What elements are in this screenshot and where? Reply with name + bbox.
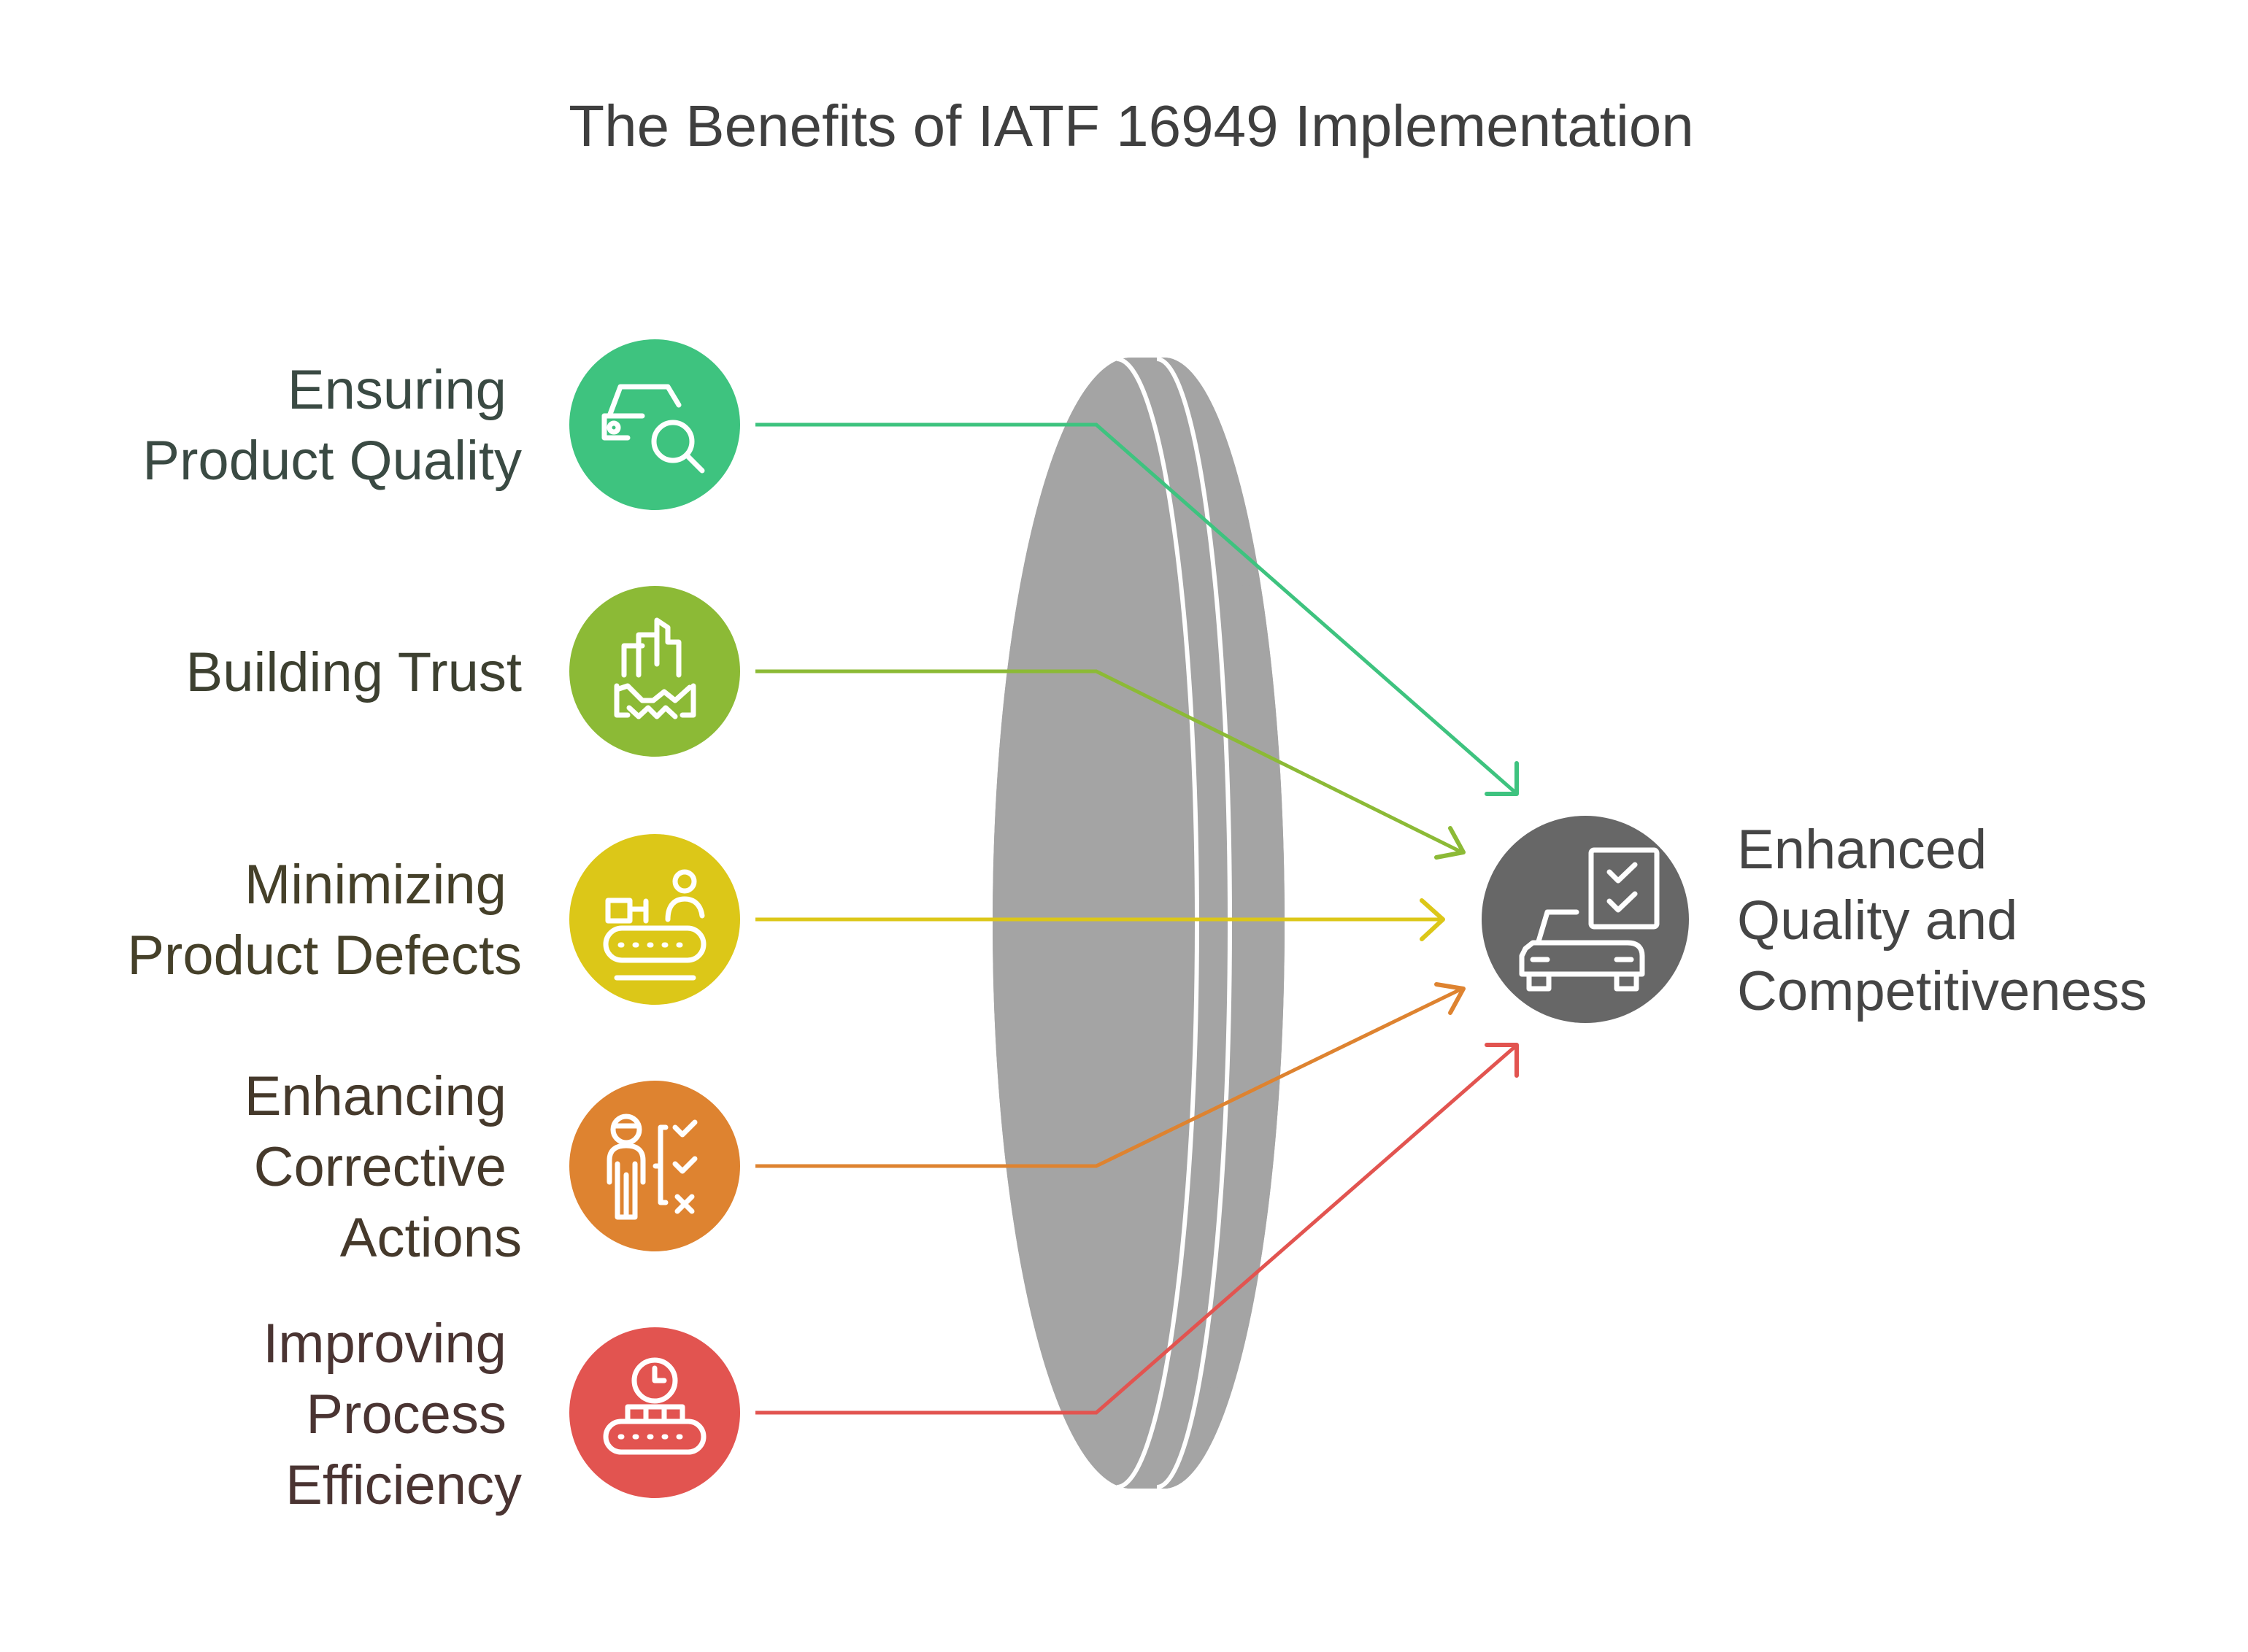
clock-conveyor-icon [603,1357,707,1455]
arrow-3 [755,898,1445,941]
arrow-2 [755,669,1466,860]
person-checklist-icon [607,1113,698,1220]
item-4-label: Enhancing Corrective Actions [245,1065,522,1269]
arrow-2-head [1434,826,1466,860]
handshake-buildings-icon [614,617,696,719]
arrow-4-line [755,987,1463,1168]
item-2-label: Building Trust [186,641,522,703]
result-circle [1482,816,1689,1023]
arrows [755,422,1519,1415]
arrow-4 [755,982,1466,1168]
arrow-4-head [1434,982,1466,1015]
diagram-title: The Benefits of IATF 16949 Implementatio… [569,93,1694,158]
car-magnifier-icon [601,384,705,474]
lens-rim-line-2 [1156,357,1232,1489]
arrow-1-head [1485,761,1519,796]
item-1-label: Ensuring Product Quality [142,359,522,492]
item-3-label: Minimizing Product Defects [127,854,522,987]
item-3-circle [569,834,740,1005]
arrow-5-head [1485,1043,1519,1078]
lens-front-ellipse [993,358,1270,1489]
lens-rim-line-1 [1116,357,1199,1489]
conveyor-worker-icon [603,869,707,981]
arrow-3-head [1420,898,1445,941]
car-checklist-icon [1519,847,1660,992]
item-1-circle [569,339,740,510]
item-enhancing-corrective-actions: Enhancing Corrective Actions [245,1065,740,1269]
arrow-1 [755,422,1519,796]
arrow-1-line [755,422,1516,793]
item-2-circle [569,586,740,757]
item-5-circle [569,1327,740,1498]
result-enhanced-quality: Enhanced Quality and Competitiveness [1482,816,2147,1023]
item-building-trust: Building Trust [186,586,740,757]
arrow-5 [755,1043,1519,1415]
item-ensuring-product-quality: Ensuring Product Quality [142,339,740,510]
arrow-2-line [755,669,1463,854]
arrow-5-line [755,1046,1516,1415]
item-5-label: Improving Process Efficiency [263,1313,522,1516]
lens [993,357,1285,1489]
item-improving-process-efficiency: Improving Process Efficiency [263,1313,740,1516]
result-label: Enhanced Quality and Competitiveness [1737,819,2147,1022]
item-minimizing-product-defects: Minimizing Product Defects [127,834,740,1005]
